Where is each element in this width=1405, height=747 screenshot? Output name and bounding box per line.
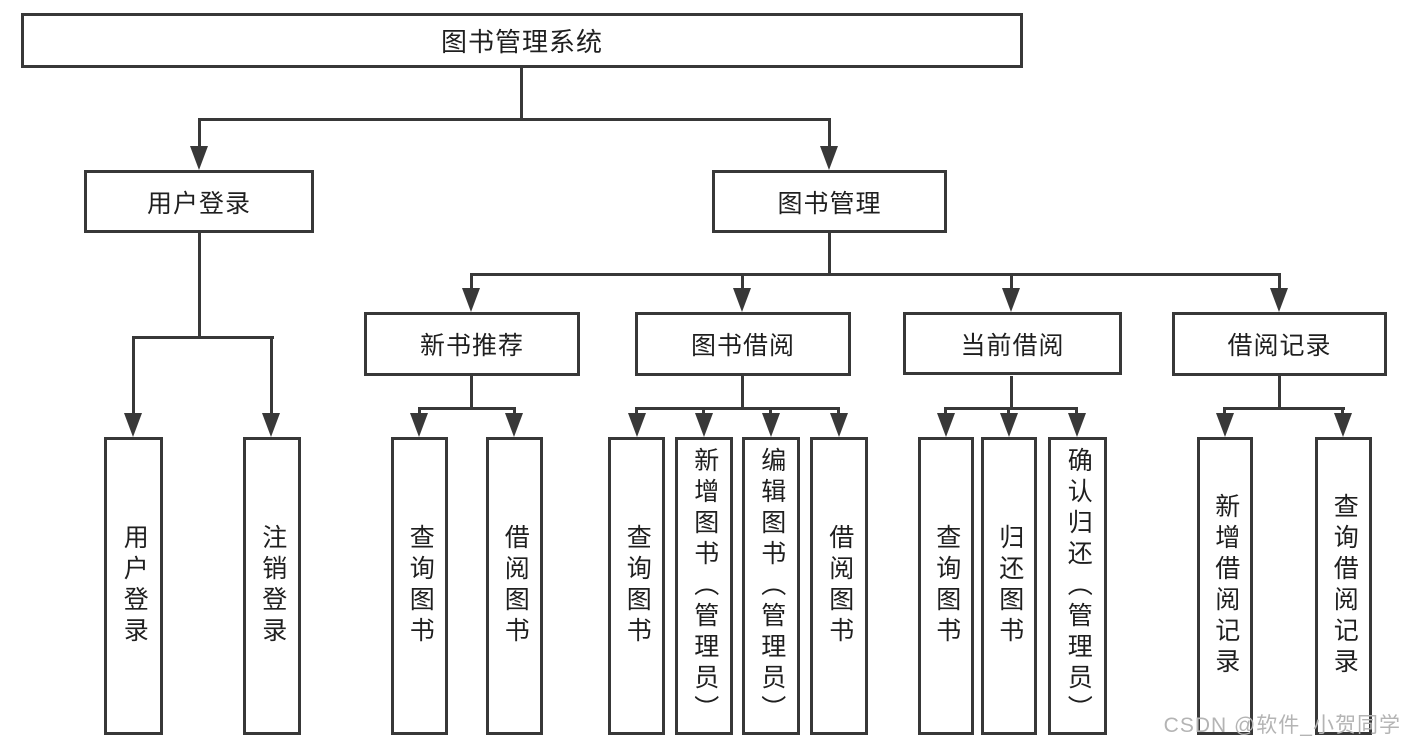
connector-shaft [1341,407,1344,415]
node-label: 新增图书（管理员） [690,446,719,726]
connector-shaft [944,407,947,415]
node-label: 当前借阅 [960,331,1065,360]
node-new-book-recommend: 新书推荐 [364,312,580,376]
connector-root-bar [198,118,831,121]
node-root: 图书管理系统 [21,13,1023,68]
node-label: 借阅图书 [825,524,854,648]
connector-userlogin-stem [198,233,201,336]
connector-bookborrow-stem [741,376,744,407]
node-label: 查询图书 [932,524,961,648]
connector-shaft [470,273,473,290]
node-book-management: 图书管理 [712,170,947,233]
connector-borrowrecord-bar [1223,407,1345,410]
arrowhead-icon [410,413,428,437]
connector-shaft [132,336,135,415]
node-label: 查询图书 [623,524,652,648]
watermark: CSDN @软件_小贺同学 [1163,714,1401,737]
arrowhead-icon [462,288,480,312]
connector-shaft [702,407,705,415]
connector-bookmgmt-stem [828,233,831,273]
node-label: 注销登录 [258,524,287,648]
connector-shaft [1223,407,1226,415]
leaf-query-borrow-record: 查询借阅记录 [1315,437,1372,735]
node-label: 新书推荐 [419,332,524,360]
leaf-return-books: 归还图书 [981,437,1037,735]
arrowhead-icon [1000,413,1018,437]
arrowhead-icon [820,146,838,170]
connector-shaft [837,407,840,415]
arrowhead-icon [505,413,523,437]
connector-userlogin-bar [132,336,274,339]
node-label: 图书管理 [777,189,882,218]
arrowhead-icon [262,413,280,437]
connector-bookmgmt-bar [470,273,1281,276]
connector-root-stem [520,68,523,118]
connector-shaft [198,118,201,150]
node-label: 查询图书 [406,524,435,648]
node-label: 借阅图书 [501,524,530,648]
connector-newbook-stem [470,376,473,407]
leaf-add-book-admin: 新增图书（管理员） [675,437,733,735]
leaf-borrow-books-1: 借阅图书 [486,437,543,735]
arrowhead-icon [628,413,646,437]
node-label: 编辑图书（管理员） [757,446,786,726]
arrowhead-icon [1068,413,1086,437]
node-label: 图书借阅 [690,332,795,360]
node-label: 归还图书 [995,524,1024,648]
arrowhead-icon [733,288,751,312]
leaf-query-books-1: 查询图书 [391,437,448,735]
connector-shaft [1278,273,1281,290]
connector-shaft [635,407,638,415]
leaf-user-login: 用户登录 [104,437,163,735]
node-label: 新增借阅记录 [1211,493,1240,679]
connector-shaft [1010,273,1013,290]
connector-shaft [418,407,421,415]
arrowhead-icon [1216,413,1234,437]
node-label: 借阅记录 [1227,332,1332,360]
node-book-borrowing: 图书借阅 [635,312,851,376]
leaf-query-books-2: 查询图书 [608,437,665,735]
leaf-confirm-return-admin: 确认归还（管理员） [1048,437,1107,735]
node-label: 用户登录 [120,524,149,648]
arrowhead-icon [1334,413,1352,437]
arrowhead-icon [190,146,208,170]
leaf-edit-book-admin: 编辑图书（管理员） [742,437,800,735]
connector-shaft [1007,407,1010,415]
connector-bookborrow-bar [635,407,840,410]
connector-borrowrecord-stem [1278,376,1281,407]
leaf-query-books-3: 查询图书 [918,437,974,735]
node-current-borrowing: 当前借阅 [903,312,1122,375]
leaf-add-borrow-record: 新增借阅记录 [1197,437,1253,735]
node-label: 用户登录 [146,189,251,218]
connector-currentborrow-stem [1010,376,1013,407]
connector-shaft [741,273,744,290]
arrowhead-icon [937,413,955,437]
connector-shaft [769,407,772,415]
arrowhead-icon [1270,288,1288,312]
node-label: 确认归还（管理员） [1064,446,1093,726]
connector-shaft [270,336,273,415]
node-borrowing-records: 借阅记录 [1172,312,1387,376]
leaf-borrow-books-2: 借阅图书 [810,437,868,735]
arrowhead-icon [695,413,713,437]
connector-shaft [513,407,516,415]
connector-currentborrow-bar [944,407,1078,410]
arrowhead-icon [1002,288,1020,312]
arrowhead-icon [830,413,848,437]
arrowhead-icon [762,413,780,437]
arrowhead-icon [124,413,142,437]
leaf-logout: 注销登录 [243,437,301,735]
node-label: 查询借阅记录 [1330,493,1359,679]
connector-shaft [1075,407,1078,415]
connector-newbook-bar [418,407,516,410]
node-label: 图书管理系统 [440,27,603,57]
node-user-login: 用户登录 [84,170,314,233]
connector-shaft [828,118,831,150]
